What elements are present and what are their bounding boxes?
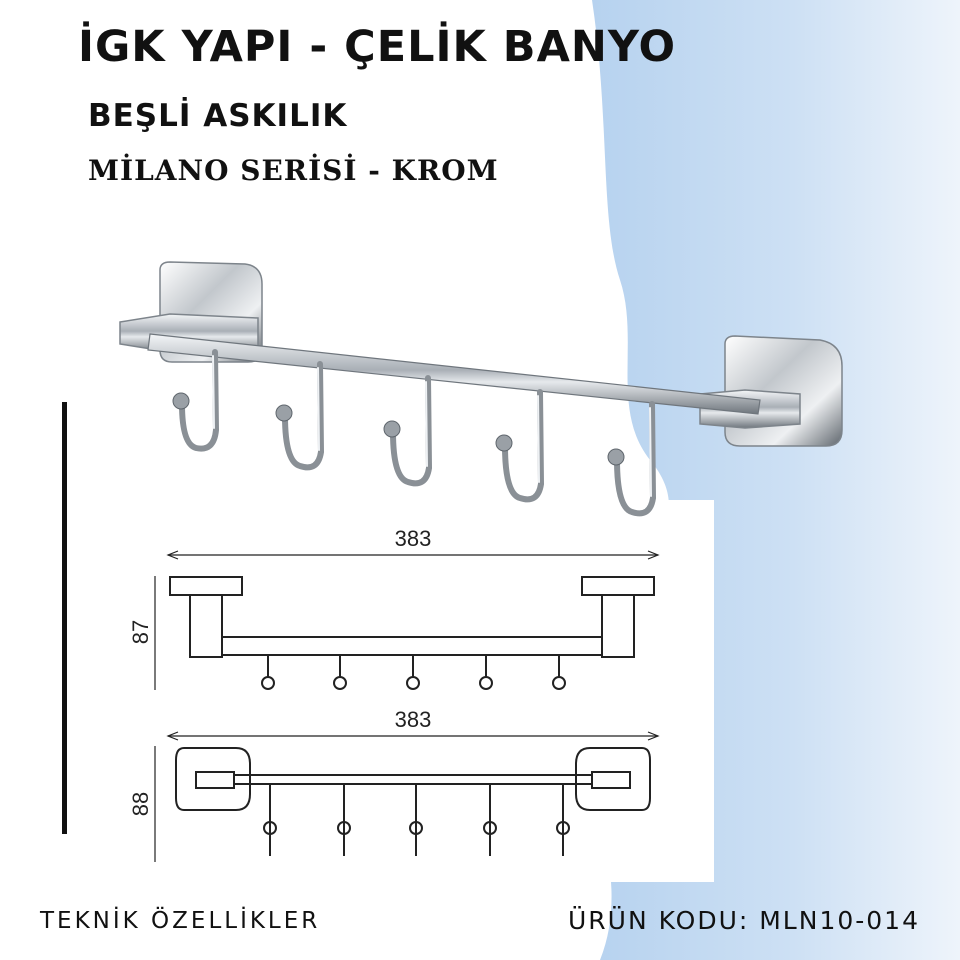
front-width-label: 383 (395, 526, 432, 551)
product-code: ÜRÜN KODU: MLN10-014 (568, 906, 920, 935)
technical-specs-label: TEKNİK ÖZELLİKLER (40, 908, 321, 934)
top-width-label: 383 (395, 707, 432, 732)
front-height-label: 87 (128, 620, 153, 644)
front-view-drawing (154, 550, 660, 690)
product-photo (119, 261, 843, 517)
product-name: BEŞLİ ASKILIK (88, 98, 348, 134)
accent-line (62, 402, 67, 834)
drawing-panel (78, 500, 714, 882)
top-view-drawing (154, 731, 660, 862)
top-height-label: 88 (128, 792, 153, 816)
series-name: MİLANO SERİSİ - KROM (88, 154, 499, 187)
page-title: İGK YAPI - ÇELİK BANYO (78, 22, 677, 72)
